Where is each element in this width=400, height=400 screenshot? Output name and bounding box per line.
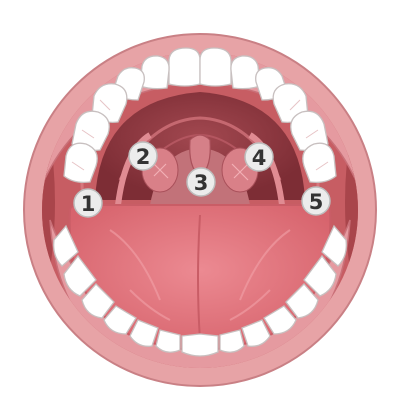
tooth bbox=[199, 47, 232, 87]
marker-1-label: 1 bbox=[81, 192, 96, 216]
tooth bbox=[53, 224, 79, 267]
tooth bbox=[103, 305, 137, 335]
tooth bbox=[168, 47, 201, 87]
tooth bbox=[230, 55, 261, 90]
tooth bbox=[139, 55, 170, 90]
tooth bbox=[303, 254, 337, 297]
lower-teeth bbox=[53, 224, 347, 357]
tooth bbox=[219, 329, 245, 353]
marker-3-label: 3 bbox=[194, 171, 209, 195]
marker-5: 5 bbox=[301, 186, 331, 216]
tooth bbox=[263, 305, 297, 335]
marker-4: 4 bbox=[244, 142, 274, 172]
tooth bbox=[155, 329, 181, 353]
uvula bbox=[189, 134, 211, 177]
marker-5-label: 5 bbox=[309, 190, 324, 214]
upper-teeth bbox=[63, 47, 337, 184]
tooth bbox=[129, 319, 159, 347]
marker-2-label: 2 bbox=[136, 145, 151, 169]
tooth bbox=[241, 319, 271, 347]
marker-2: 2 bbox=[128, 141, 158, 171]
tooth bbox=[285, 283, 319, 319]
tooth bbox=[63, 142, 98, 184]
tooth bbox=[321, 224, 347, 267]
marker-3: 3 bbox=[186, 167, 216, 197]
tooth bbox=[302, 142, 337, 184]
tooth bbox=[63, 254, 97, 297]
marker-1: 1 bbox=[73, 188, 103, 218]
tooth bbox=[81, 283, 115, 319]
marker-4-label: 4 bbox=[252, 146, 267, 170]
tooth bbox=[181, 333, 219, 357]
